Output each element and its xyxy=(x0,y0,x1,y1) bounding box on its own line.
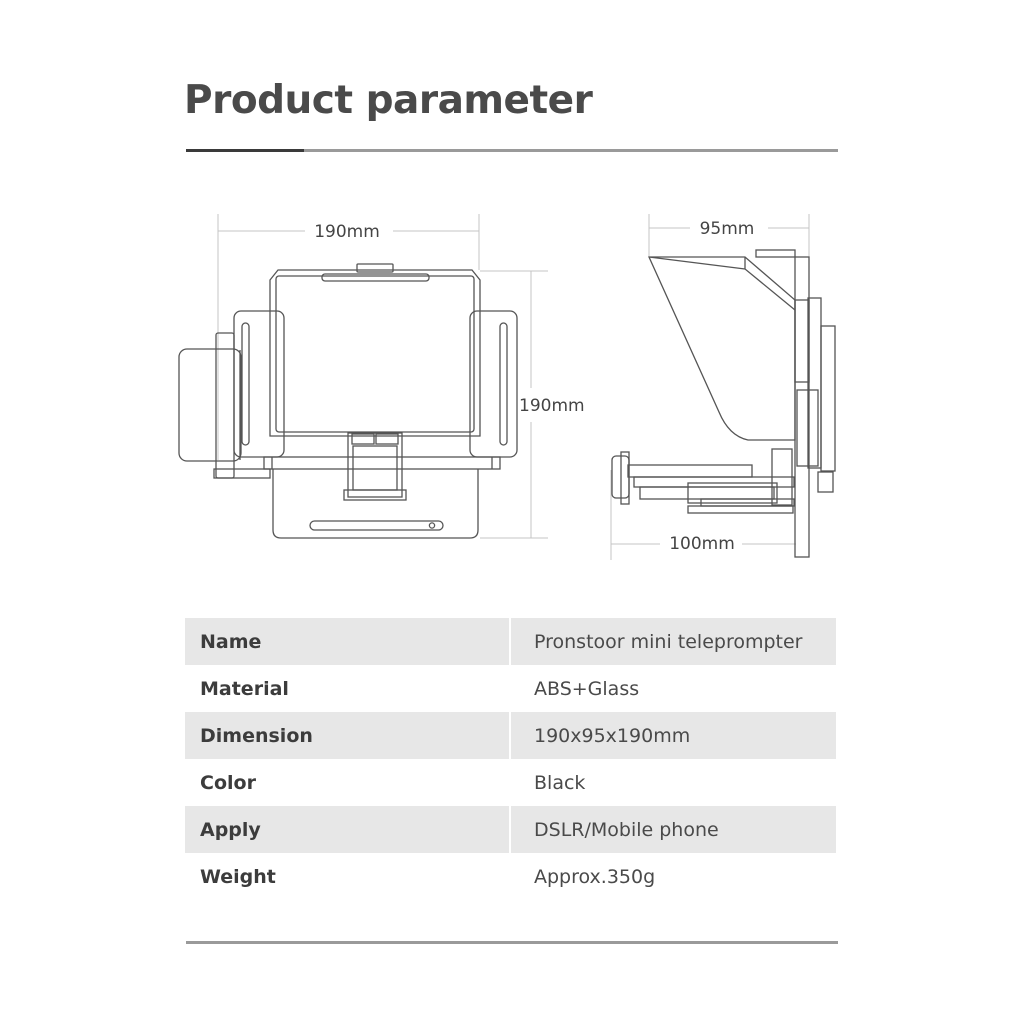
spec-key: Name xyxy=(185,618,510,665)
spec-key: Color xyxy=(200,771,256,794)
side-depth-label: 95mm xyxy=(700,219,755,239)
spec-value: 190x95x190mm xyxy=(509,712,836,759)
spec-key: Weight xyxy=(200,865,276,888)
spec-key: Apply xyxy=(185,806,510,853)
front-view-drawing xyxy=(178,214,548,539)
spec-row-color: Color Black xyxy=(185,759,836,806)
side-base-label: 100mm xyxy=(669,534,735,554)
spec-table: Name Pronstoor mini teleprompter Materia… xyxy=(185,618,836,900)
spec-key: Material xyxy=(200,677,289,700)
front-width-label: 190mm xyxy=(314,222,380,242)
spec-value: ABS+Glass xyxy=(509,665,836,712)
front-height-label: 190mm xyxy=(519,396,585,416)
spec-row-dimension: Dimension 190x95x190mm xyxy=(185,712,836,759)
spec-value: Approx.350g xyxy=(509,853,836,900)
spec-value: DSLR/Mobile phone xyxy=(509,806,836,853)
title-divider xyxy=(186,149,838,152)
spec-row-weight: Weight Approx.350g xyxy=(185,853,836,900)
page-title: Product parameter xyxy=(184,78,593,123)
spec-row-apply: Apply DSLR/Mobile phone xyxy=(185,806,836,853)
spec-value: Black xyxy=(509,759,836,806)
title-divider-accent xyxy=(186,149,304,152)
spec-row-name: Name Pronstoor mini teleprompter xyxy=(185,618,836,665)
side-view-drawing xyxy=(610,214,836,560)
bottom-divider xyxy=(186,941,838,944)
spec-key: Dimension xyxy=(185,712,510,759)
spec-row-material: Material ABS+Glass xyxy=(185,665,836,712)
spec-value: Pronstoor mini teleprompter xyxy=(509,618,836,665)
